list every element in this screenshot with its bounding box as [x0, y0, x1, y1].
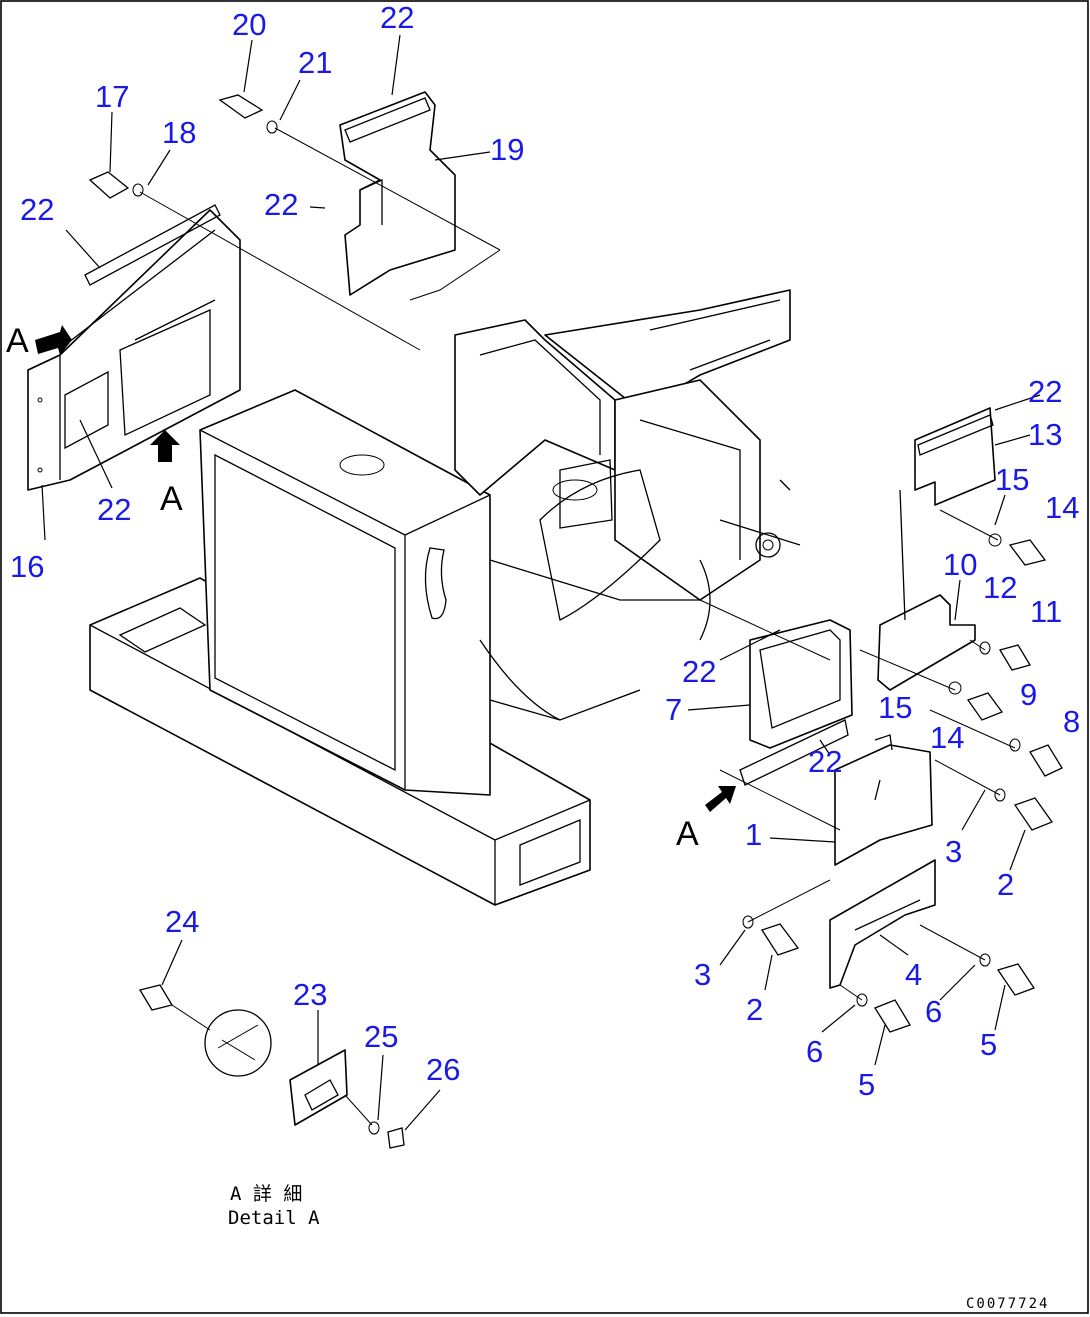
seal-22-left	[84, 204, 221, 286]
callout-15: 15	[878, 690, 912, 725]
bracket-10	[877, 489, 976, 691]
seal-22-right	[917, 414, 994, 456]
callout-26: 26	[426, 1052, 460, 1087]
callout-14: 14	[930, 720, 964, 755]
view-letter-a: A	[676, 815, 699, 853]
seal-22-top	[344, 97, 431, 143]
detail-label-japanese: A 詳 細	[230, 1183, 302, 1205]
callout-17: 17	[95, 79, 129, 114]
callout-22: 22	[97, 492, 131, 527]
detail-label-english: Detail A	[228, 1207, 320, 1229]
callout-21: 21	[298, 45, 332, 80]
revolving-frame	[89, 289, 801, 906]
callout-9: 9	[1020, 677, 1037, 712]
callout-14: 14	[1045, 490, 1079, 525]
callouts: 20 21 22 19 22 17 18 22 22 16 22 13 15 1…	[10, 0, 1080, 1102]
cover-16	[27, 204, 241, 491]
callout-22: 22	[808, 744, 842, 779]
fasteners	[88, 94, 1063, 1033]
callout-10: 10	[943, 547, 977, 582]
callout-23: 23	[293, 977, 327, 1012]
view-arrow-icon	[705, 786, 736, 812]
callout-22: 22	[20, 192, 54, 227]
callout-2: 2	[746, 992, 763, 1027]
callout-11: 11	[1030, 594, 1062, 629]
callout-8: 8	[1063, 704, 1080, 739]
callout-3: 3	[945, 834, 962, 869]
callout-20: 20	[232, 7, 266, 42]
cover-7	[739, 619, 853, 786]
callout-2: 2	[997, 867, 1014, 902]
callout-4: 4	[905, 957, 922, 992]
view-letter-a: A	[6, 322, 29, 360]
callout-13: 13	[1028, 417, 1062, 452]
view-arrow-icon	[35, 325, 72, 355]
callout-5: 5	[980, 1027, 997, 1062]
callout-24: 24	[165, 904, 199, 939]
view-arrow-icon	[150, 430, 180, 462]
callout-15: 15	[995, 462, 1029, 497]
callout-1: 1	[745, 817, 762, 852]
callout-19: 19	[490, 132, 524, 167]
cover-13	[914, 407, 996, 506]
leader-lines	[41, 34, 1041, 1131]
drawing-code: C0077724	[966, 1296, 1049, 1312]
callout-6: 6	[806, 1034, 823, 1069]
view-arrows	[35, 325, 736, 812]
callout-3: 3	[694, 957, 711, 992]
callout-5: 5	[858, 1067, 875, 1102]
callout-12: 12	[983, 570, 1017, 605]
callout-7: 7	[665, 692, 682, 727]
cover-1	[834, 734, 933, 866]
callout-25: 25	[364, 1019, 398, 1054]
detail-a	[138, 984, 405, 1149]
callout-18: 18	[162, 115, 196, 150]
view-letter-a: A	[160, 480, 183, 518]
callout-22: 22	[264, 187, 298, 222]
callout-6: 6	[925, 994, 942, 1029]
assembly-lines	[139, 127, 1016, 1001]
cover-19	[339, 91, 456, 296]
callout-22: 22	[380, 0, 414, 35]
callout-22: 22	[682, 654, 716, 689]
callout-22: 22	[1028, 374, 1062, 409]
seal-22-mid	[739, 719, 849, 786]
callout-16: 16	[10, 549, 44, 584]
cover-4	[829, 859, 936, 989]
